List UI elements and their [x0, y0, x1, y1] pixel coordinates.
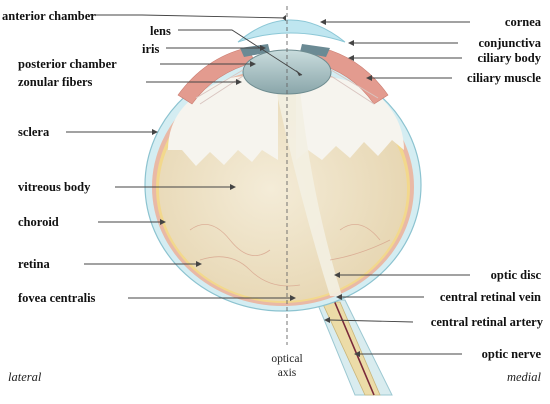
label-lateral: lateral: [8, 370, 42, 384]
label-vitreous-body: vitreous body: [18, 180, 91, 194]
retinal-vessels: [189, 223, 391, 287]
label-lens: lens: [150, 24, 171, 38]
label-central-retinal-vein: central retinal vein: [440, 290, 541, 304]
arrowheads: [152, 15, 372, 357]
label-cornea: cornea: [505, 15, 542, 29]
label-sclera: sclera: [18, 125, 50, 139]
central-retinal-vessel: [332, 297, 375, 396]
label-anterior-chamber: anterior chamber: [2, 9, 96, 23]
label-posterior-chamber: posterior chamber: [18, 57, 117, 71]
cornea: [237, 19, 346, 43]
label-iris: iris: [142, 42, 159, 56]
label-ciliary-body: ciliary body: [477, 51, 541, 65]
label-optic-nerve: optic nerve: [482, 347, 542, 361]
label-optical-axis-2: axis: [278, 367, 297, 379]
iris-right: [300, 44, 330, 57]
label-retina: retina: [18, 257, 50, 271]
label-medial: medial: [507, 370, 542, 384]
label-ciliary-muscle: ciliary muscle: [467, 71, 541, 85]
label-zonular-fibers: zonular fibers: [18, 75, 93, 89]
label-optical-axis-1: optical: [271, 353, 302, 365]
zonular-fibers-shape: [195, 69, 379, 105]
label-conjunctiva: conjunctiva: [479, 36, 542, 50]
label-fovea-centralis: fovea centralis: [18, 291, 96, 305]
label-choroid: choroid: [18, 215, 59, 229]
label-central-retinal-artery: central retinal artery: [431, 315, 544, 329]
hyaloid-canal: [276, 90, 342, 296]
label-optic-disc: optic disc: [491, 268, 542, 282]
